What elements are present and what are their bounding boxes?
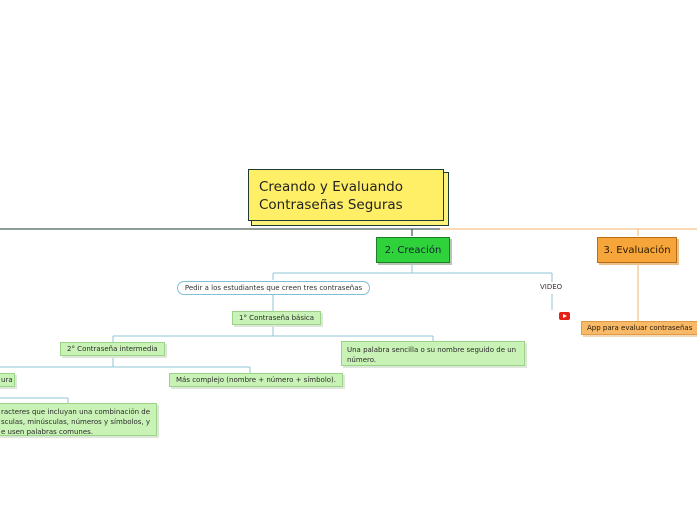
- secure-password-desc[interactable]: racteres que incluyan una combinación de…: [0, 403, 157, 436]
- topic-evaluacion[interactable]: 3. Evaluación: [597, 237, 677, 263]
- root-title-line1: Creando y Evaluando: [259, 179, 403, 195]
- root-title-line2: Contraseñas Seguras: [259, 197, 403, 213]
- youtube-icon[interactable]: [559, 312, 570, 320]
- evaluation-app-node[interactable]: App para evaluar contraseñas: [581, 321, 697, 335]
- secure-password-node[interactable]: ura: [0, 373, 15, 387]
- video-label[interactable]: VIDEO: [540, 283, 563, 291]
- intermediate-password-desc[interactable]: Más complejo (nombre + número + símbolo)…: [169, 373, 343, 387]
- intermediate-password-node[interactable]: 2° Contraseña intermedia: [60, 342, 165, 356]
- basic-password-desc[interactable]: Una palabra sencilla o su nombre seguido…: [341, 341, 525, 366]
- root-node[interactable]: Creando y Evaluando Contraseñas Seguras: [248, 169, 444, 221]
- basic-password-node[interactable]: 1° Contraseña básica: [232, 311, 322, 325]
- prompt-node[interactable]: Pedir a los estudiantes que creen tres c…: [177, 281, 370, 295]
- topic-creacion[interactable]: 2. Creación: [376, 237, 450, 263]
